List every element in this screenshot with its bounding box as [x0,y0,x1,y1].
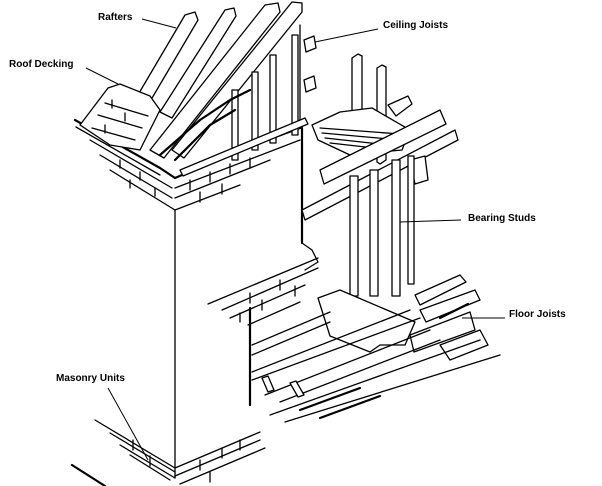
ceiling-framing [301,53,459,221]
masonry-wall [70,118,319,486]
label-bearing-studs: Bearing Studs [468,213,536,224]
label-floor-joists: Floor Joists [509,309,566,320]
masonry-units-leader [107,387,149,461]
floor-framing [251,274,501,423]
label-rafters: Rafters [98,12,133,23]
rafters-leader [141,18,177,29]
label-masonry-units: Masonry Units [56,373,125,384]
label-ceiling-joists: Ceiling Joists [383,20,449,31]
bearing-studs [349,155,415,297]
roof-framing [79,1,317,177]
bearing-studs-leader [399,219,462,223]
leader-lines [85,18,505,461]
label-roof-decking: Roof Decking [9,59,74,70]
roof-decking-leader [85,67,119,85]
ceiling-joists-leader [314,28,379,43]
